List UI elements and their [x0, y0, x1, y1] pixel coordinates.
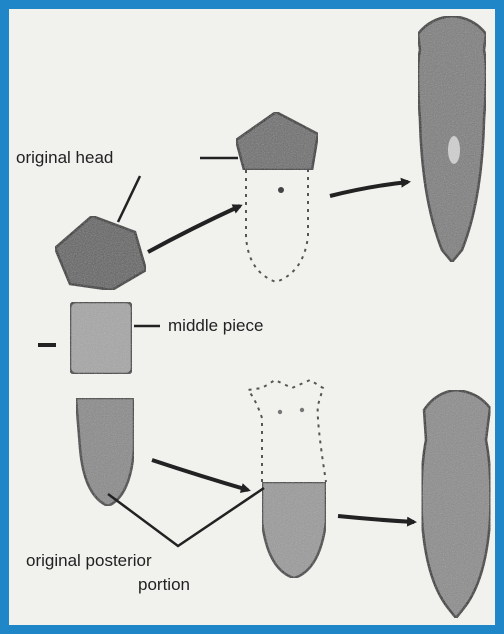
posterior-piece	[76, 398, 134, 506]
label-portion: portion	[138, 575, 190, 594]
regenerating-head-outline	[248, 380, 326, 482]
regenerating-head-top	[236, 112, 318, 170]
body-dot	[278, 187, 284, 193]
regenerated-worm-bottom	[422, 390, 491, 618]
label-middle-piece: middle piece	[168, 316, 263, 335]
eye-dot-left	[278, 410, 282, 414]
regenerating-body-outline	[246, 170, 308, 282]
label-original-posterior: original posterior	[26, 551, 152, 570]
arrow-posterior-to-regen	[152, 460, 248, 490]
eye-dot-right	[300, 408, 304, 412]
leader-original-head-diag	[118, 176, 140, 222]
arrow-regen-to-worm-top	[330, 182, 408, 196]
arrow-regen-to-worm-bottom	[338, 516, 414, 522]
middle-piece	[70, 302, 132, 374]
pharynx-highlight	[448, 136, 460, 164]
original-head-piece	[55, 216, 146, 290]
arrow-head-to-regen	[148, 206, 240, 252]
leader-posterior	[108, 488, 264, 546]
label-original-head: original head	[16, 148, 113, 167]
regenerating-posterior-bottom	[262, 482, 326, 578]
